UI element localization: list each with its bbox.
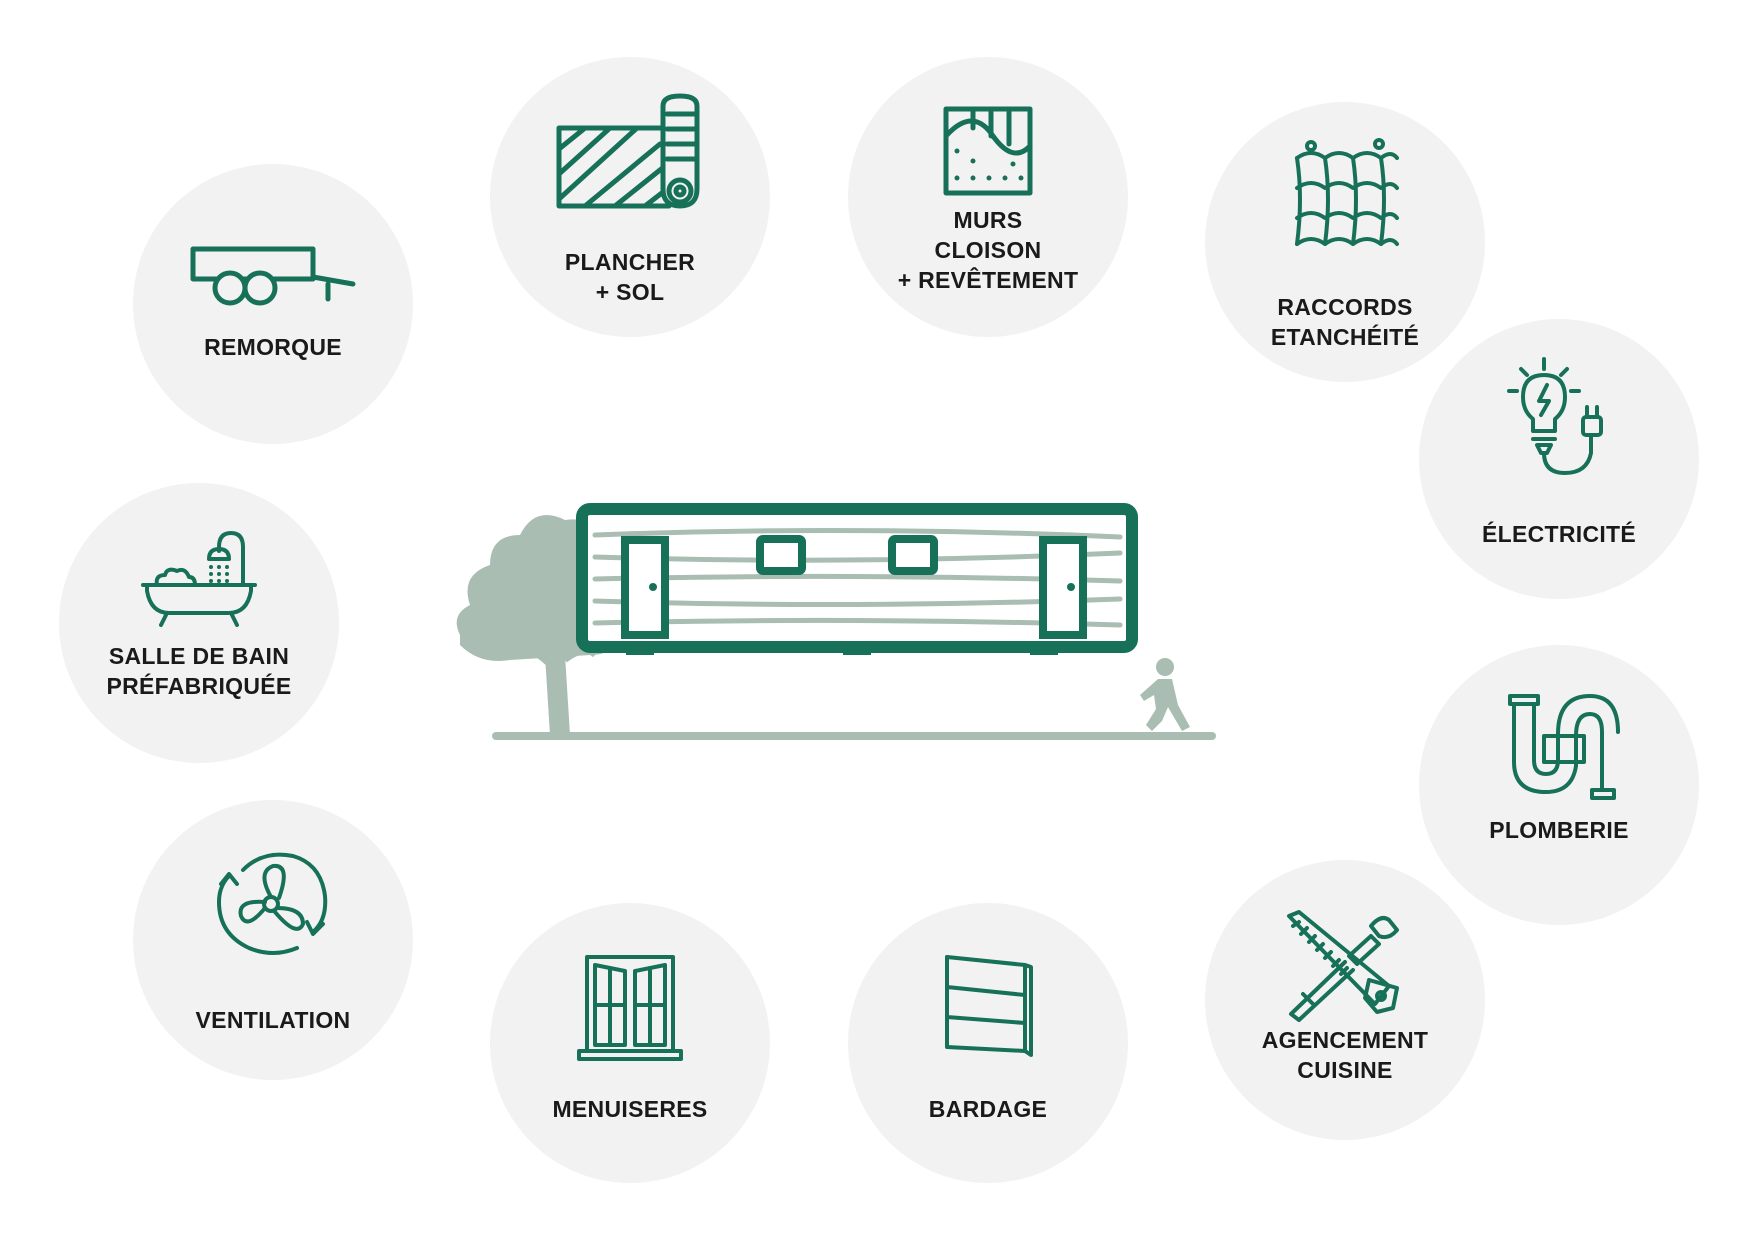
- floor-roll-icon: [556, 93, 700, 209]
- item-remorque: REMORQUE: [133, 164, 413, 444]
- item-plomberie: PLOMBERIE: [1419, 645, 1699, 925]
- roof-tiles-icon: [1295, 138, 1399, 246]
- label-ventilation: VENTILATION: [195, 1007, 351, 1033]
- item-agencement: AGENCEMENT CUISINE: [1205, 860, 1485, 1140]
- item-ventilation: VENTILATION: [133, 800, 413, 1080]
- tiny-house-illustration: [456, 503, 1216, 740]
- wall-panel-icon: [943, 106, 1033, 196]
- label-salle-de-bain: SALLE DE BAIN PRÉFABRIQUÉE: [106, 643, 292, 699]
- ground-line: [492, 732, 1216, 740]
- label-remorque: REMORQUE: [204, 334, 342, 360]
- label-plancher: PLANCHER + SOL: [564, 249, 696, 305]
- bathtub-shower-icon: [141, 531, 257, 627]
- label-raccords: RACCORDS ETANCHÉITÉ: [1270, 294, 1420, 350]
- house-body: [576, 503, 1138, 655]
- item-plancher: PLANCHER + SOL: [490, 57, 770, 337]
- label-agencement: AGENCEMENT CUISINE: [1261, 1027, 1429, 1083]
- lightbulb-plug-icon: [1507, 357, 1603, 475]
- saw-tools-icon: [1287, 910, 1399, 1022]
- item-murs: MURS CLOISON + REVÊTEMENT: [848, 57, 1128, 337]
- label-bardage: BARDAGE: [928, 1096, 1048, 1122]
- cladding-icon: [945, 955, 1033, 1057]
- label-electricite: ÉLECTRICITÉ: [1481, 521, 1637, 547]
- label-menuiseres: MENUISERES: [552, 1096, 708, 1122]
- window-icon: [577, 955, 683, 1061]
- item-menuiseres: MENUISERES: [490, 903, 770, 1183]
- item-raccords: RACCORDS ETANCHÉITÉ: [1205, 102, 1485, 382]
- walking-person-icon: [1140, 658, 1190, 731]
- fan-icon: [217, 852, 328, 955]
- label-plomberie: PLOMBERIE: [1489, 817, 1629, 843]
- item-electricite: ÉLECTRICITÉ: [1419, 319, 1699, 599]
- trailer-icon: [190, 246, 356, 306]
- item-bardage: BARDAGE: [848, 903, 1128, 1183]
- label-murs: MURS CLOISON + REVÊTEMENT: [897, 207, 1079, 293]
- pipe-icon: [1508, 694, 1620, 800]
- item-salle-de-bain: SALLE DE BAIN PRÉFABRIQUÉE: [59, 483, 339, 763]
